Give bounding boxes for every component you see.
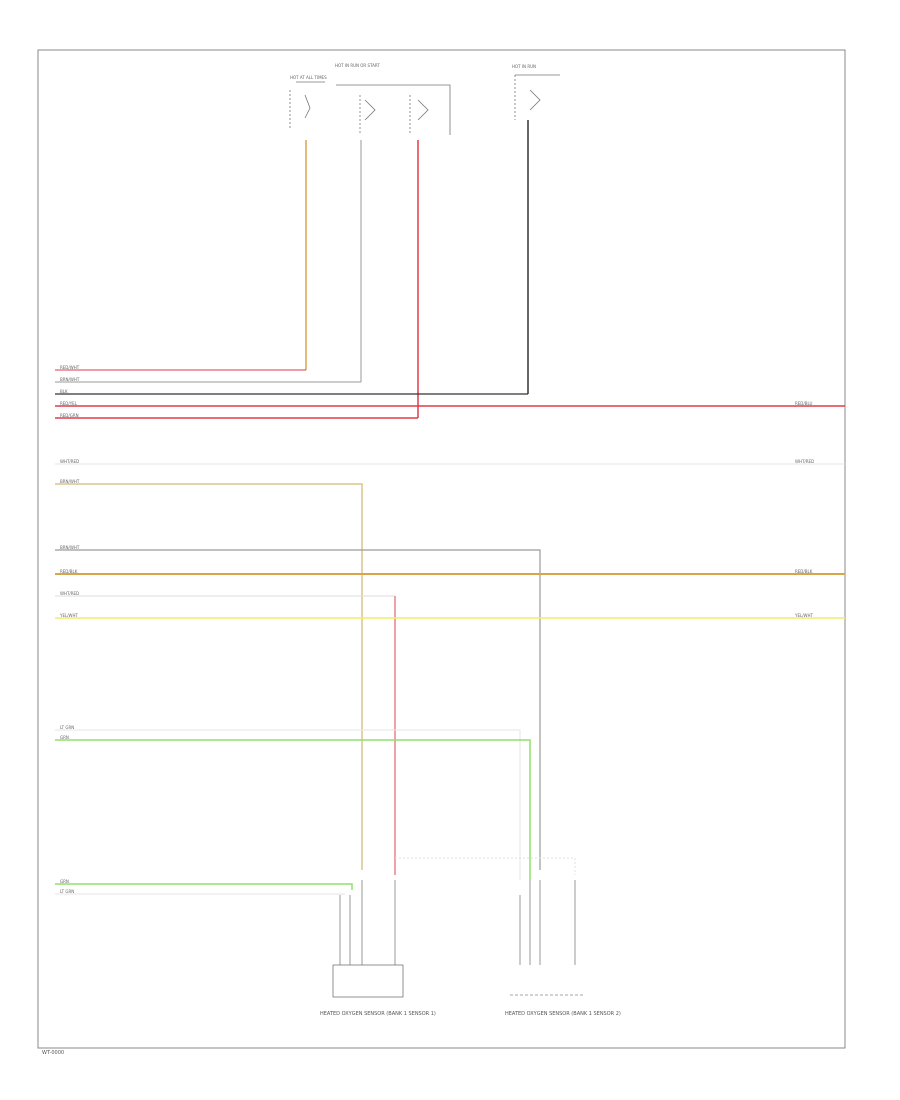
left-label-9: WHT/RED bbox=[60, 591, 79, 596]
left-label-13: GRN bbox=[60, 879, 69, 884]
right-label-1: WHT/RED bbox=[795, 459, 814, 464]
left-label-12: GRN bbox=[60, 735, 69, 740]
left-label-5: WHT/RED bbox=[60, 459, 79, 464]
wire-grn-1 bbox=[55, 739, 531, 880]
top-fuse-right: HOT IN RUN bbox=[512, 64, 560, 120]
right-label-0: RED/BLU bbox=[795, 401, 813, 406]
sensor-left: HEATED OXYGEN SENSOR (BANK 1 SENSOR 1) bbox=[320, 880, 436, 1017]
sensor-right-label: HEATED OXYGEN SENSOR (BANK 1 SENSOR 2) bbox=[505, 1011, 621, 1017]
left-label-4: RED/GRN bbox=[60, 413, 79, 418]
left-label-0: RED/WHT bbox=[60, 365, 80, 370]
right-label-3: YEL/WHT bbox=[794, 613, 814, 618]
diagram-frame bbox=[37, 49, 846, 1049]
wire-brn-wht-2 bbox=[55, 549, 541, 870]
left-label-2: BLK bbox=[60, 389, 68, 394]
wire-tan bbox=[55, 483, 363, 870]
top-fuse-left: HOT AT ALL TIMES bbox=[289, 75, 327, 130]
right-wire-labels: RED/BLU WHT/RED RED/BLK YEL/WHT bbox=[794, 401, 814, 618]
sensor-right: HEATED OXYGEN SENSOR (BANK 1 SENSOR 2) bbox=[505, 880, 621, 1017]
wire-white-jumper bbox=[395, 857, 576, 875]
left-label-3: RED/YEL bbox=[60, 401, 78, 406]
left-label-8: RED/BLK bbox=[60, 569, 78, 574]
fuse-center-label: HOT IN RUN OR START bbox=[335, 63, 380, 68]
wire-grn-2 bbox=[55, 883, 353, 890]
right-label-2: RED/BLK bbox=[795, 569, 813, 574]
left-label-1: BRN/WHT bbox=[60, 377, 80, 382]
footer-code: WT-0000 bbox=[42, 1050, 64, 1056]
left-label-6: BRN/WHT bbox=[60, 479, 80, 484]
fuse-left-label: HOT AT ALL TIMES bbox=[290, 75, 327, 80]
left-label-11: LT GRN bbox=[60, 725, 74, 730]
left-label-10: YEL/WHT bbox=[59, 613, 79, 618]
left-label-7: BRN/WHT bbox=[60, 545, 80, 550]
left-wire-labels: RED/WHT BRN/WHT BLK RED/YEL RED/GRN WHT/… bbox=[59, 365, 80, 894]
fuse-right-label: HOT IN RUN bbox=[512, 64, 536, 69]
left-label-14: LT GRN bbox=[60, 889, 74, 894]
top-fuse-center: HOT IN RUN OR START bbox=[335, 63, 451, 135]
wire-lt-grn-1 bbox=[55, 729, 521, 880]
sensor-left-label: HEATED OXYGEN SENSOR (BANK 1 SENSOR 1) bbox=[320, 1011, 436, 1017]
